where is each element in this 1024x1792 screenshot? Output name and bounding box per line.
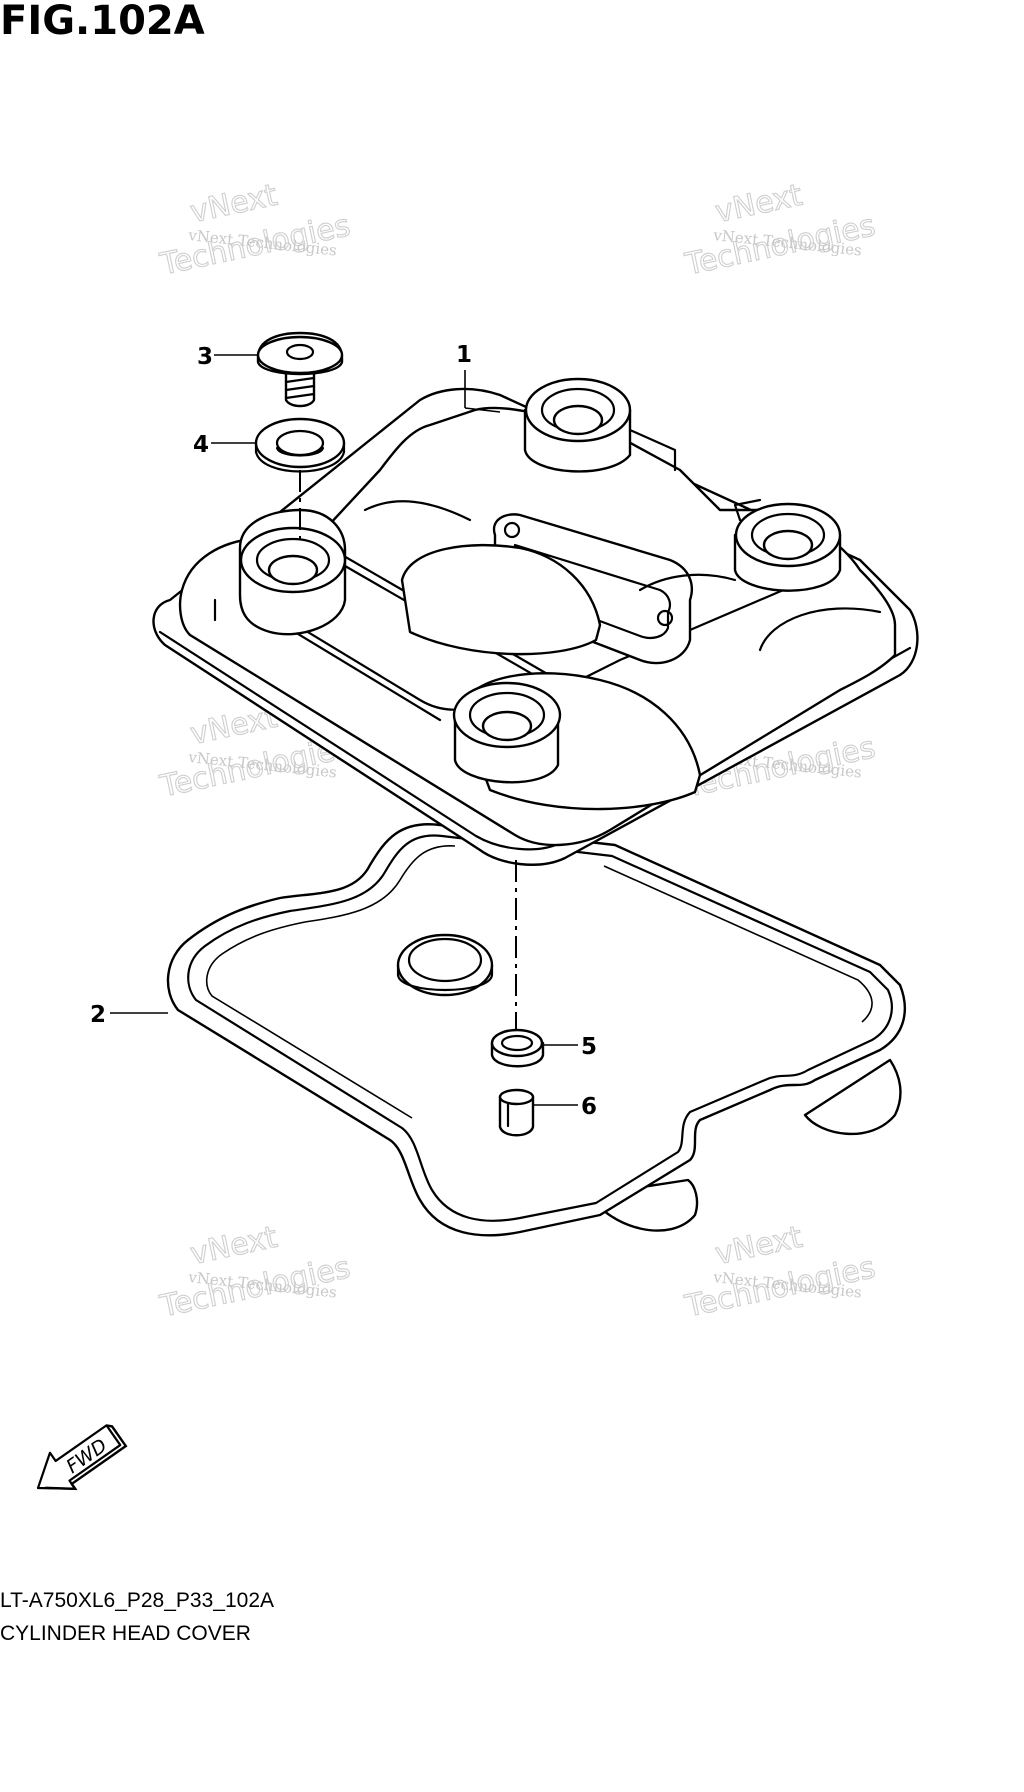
watermark-top-right: vNext Technologies bbox=[681, 177, 879, 283]
callout-6: 6 bbox=[533, 1094, 597, 1120]
callout-label: 5 bbox=[581, 1034, 597, 1060]
part-gasket bbox=[166, 823, 907, 1237]
figure-name: CYLINDER HEAD COVER bbox=[0, 1622, 251, 1645]
watermark-bottom-left: vNext Technologies bbox=[156, 1219, 354, 1325]
callout-label: 6 bbox=[581, 1094, 597, 1120]
figure-title: FIG.102A bbox=[0, 0, 205, 44]
callout-1: 1 bbox=[456, 342, 501, 413]
callout-4: 4 bbox=[193, 432, 256, 458]
callout-label: 1 bbox=[456, 342, 472, 368]
callout-label: 3 bbox=[197, 344, 213, 370]
callout-label: 4 bbox=[193, 432, 209, 458]
callout-5: 5 bbox=[543, 1034, 597, 1060]
watermark-large-line1: vNext bbox=[712, 1220, 805, 1273]
part-dowel-pin bbox=[498, 1088, 535, 1137]
watermark-bottom-right: vNext Technologies bbox=[681, 1219, 879, 1325]
watermark-large-line1: vNext bbox=[187, 1220, 280, 1273]
watermark-large-line1: vNext bbox=[187, 178, 280, 231]
watermark-large-line1: vNext bbox=[712, 178, 805, 231]
callout-2: 2 bbox=[90, 1002, 168, 1028]
part-cylinder-head-cover bbox=[152, 377, 919, 866]
watermark-top-left: vNext Technologies bbox=[156, 177, 354, 283]
fwd-arrow-icon: FWD bbox=[36, 1424, 128, 1491]
part-oil-seal bbox=[490, 1028, 545, 1068]
callout-3: 3 bbox=[197, 344, 258, 370]
callout-label: 2 bbox=[90, 1002, 106, 1028]
part-washer bbox=[254, 417, 346, 473]
figure-code: LT-A750XL6_P28_P33_102A bbox=[0, 1589, 275, 1612]
part-bolt bbox=[256, 331, 344, 408]
